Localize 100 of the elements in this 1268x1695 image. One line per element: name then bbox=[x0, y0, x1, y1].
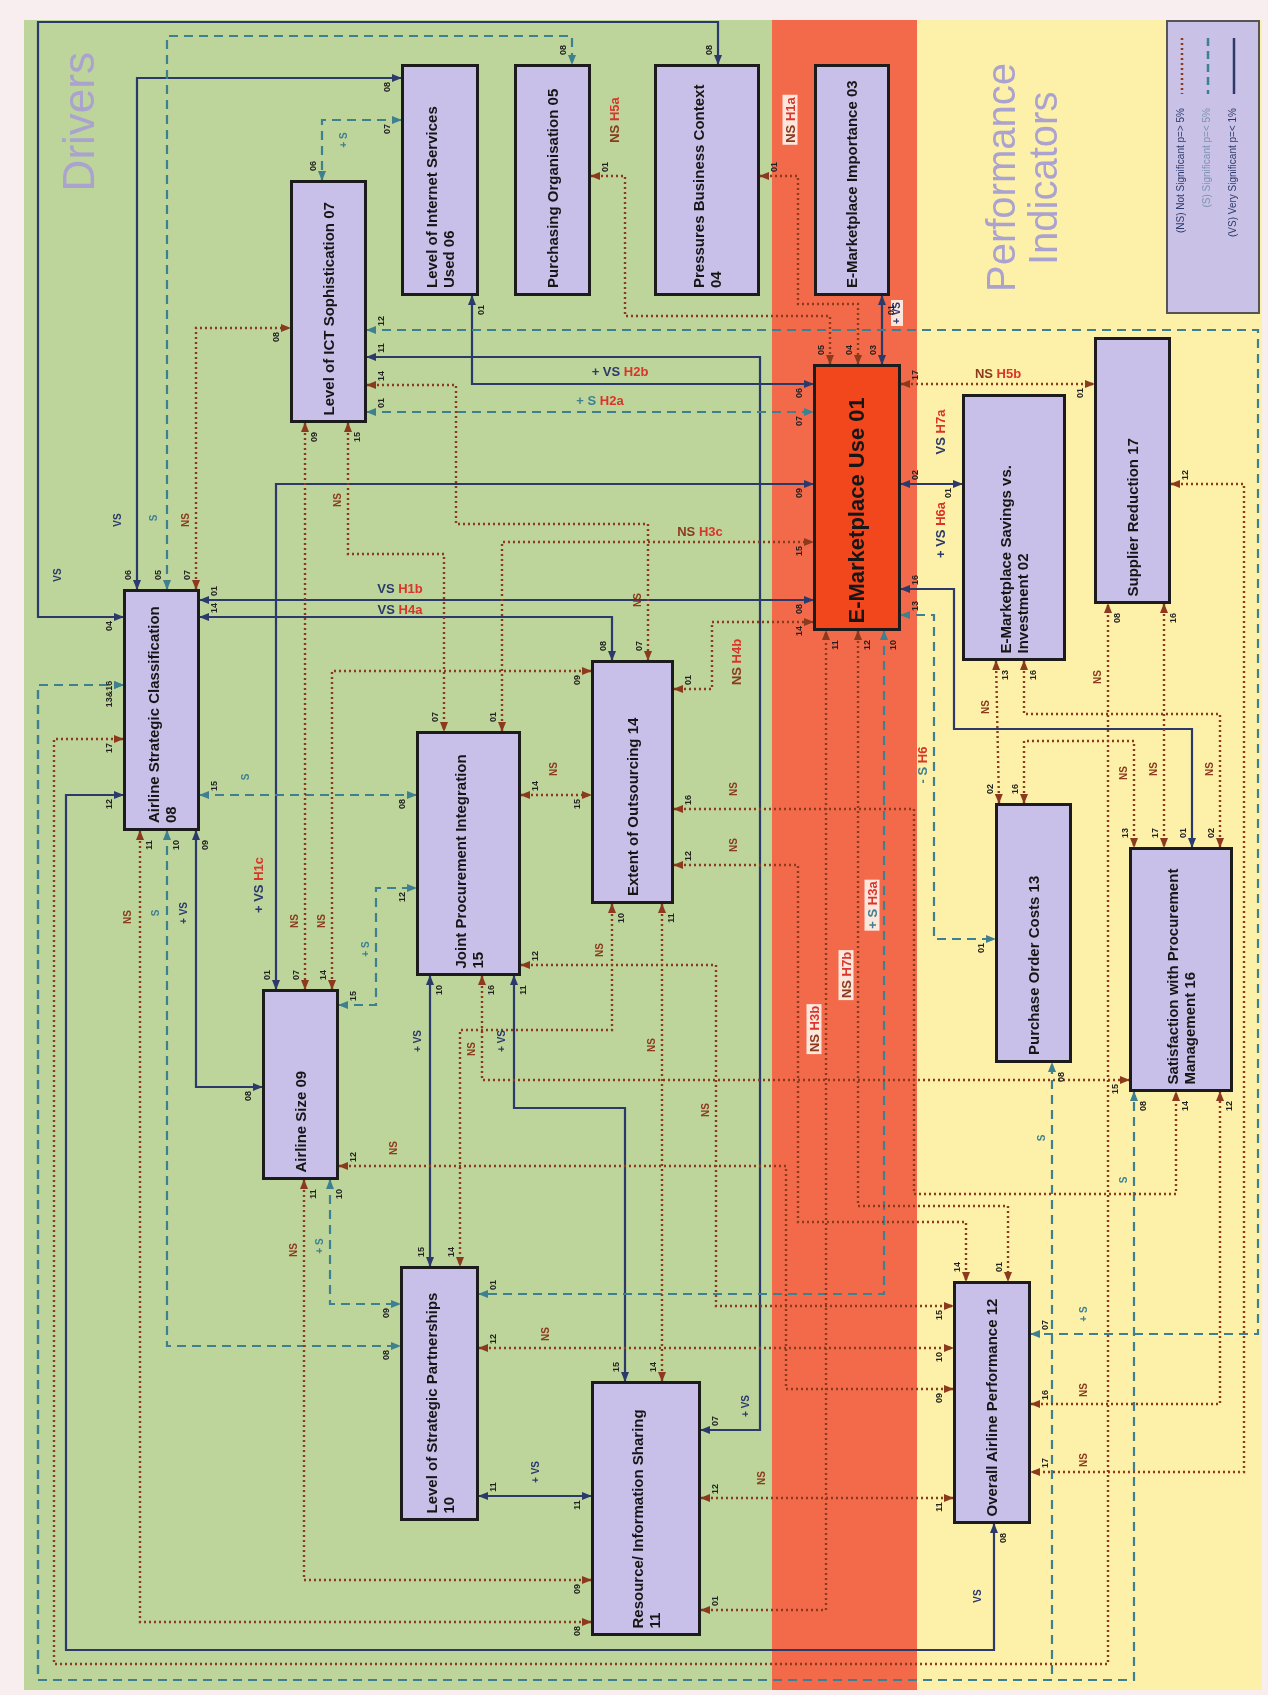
port-number: 01 bbox=[1178, 828, 1188, 838]
port-number: 07 bbox=[1040, 1320, 1050, 1330]
port-number: 07 bbox=[710, 1416, 720, 1426]
port-number: 01 bbox=[476, 305, 486, 315]
port-number: 13 bbox=[1000, 669, 1010, 680]
connector-arrow bbox=[192, 324, 291, 590]
variable-label: Pressures Business Context 04 bbox=[689, 83, 725, 288]
variable-label: Overall Airline Performance 12 bbox=[983, 1297, 1001, 1516]
edge-label: + VS H1c bbox=[251, 857, 265, 913]
connector-arrow bbox=[878, 295, 886, 365]
port-number: 01 bbox=[600, 162, 610, 172]
port-number: 11 bbox=[572, 1500, 582, 1510]
port-number: 04 bbox=[844, 345, 854, 355]
port-number: 15 bbox=[934, 1310, 944, 1320]
edge-label: NS bbox=[389, 1141, 399, 1155]
edge-label: NS H3b bbox=[806, 1003, 822, 1055]
edge-label: NS bbox=[1079, 1453, 1089, 1467]
port-number: 12 bbox=[376, 316, 386, 326]
connector-arrow bbox=[301, 422, 309, 990]
connector-arrow bbox=[199, 596, 814, 604]
connector-arrow bbox=[1030, 480, 1246, 1476]
edge-label: + S bbox=[361, 941, 371, 957]
edge-label: VS H7a bbox=[933, 409, 947, 455]
port-number: 01 bbox=[994, 1262, 1004, 1272]
connector-arrow bbox=[478, 975, 1130, 1084]
edge-label: NS bbox=[549, 762, 559, 776]
port-number: 09 bbox=[794, 488, 804, 498]
port-number: 17 bbox=[910, 370, 920, 380]
variable-box bbox=[591, 1381, 701, 1636]
port-number: 08 bbox=[243, 1091, 253, 1101]
connector-arrow bbox=[64, 791, 998, 1652]
edge-label: NS bbox=[701, 1103, 711, 1117]
edge-label: NS bbox=[181, 513, 191, 527]
port-number: 02 bbox=[910, 470, 920, 480]
port-number: 15 bbox=[416, 1247, 426, 1257]
port-number: 16 bbox=[1168, 613, 1178, 623]
port-number: 12 bbox=[488, 1334, 498, 1344]
variable-box bbox=[1094, 337, 1171, 604]
edge-label: NS H3c bbox=[677, 524, 723, 538]
port-number: 12 bbox=[862, 640, 872, 650]
port-number: 10 bbox=[434, 985, 444, 995]
port-number: 06 bbox=[794, 388, 804, 398]
connector-arrow bbox=[366, 326, 1260, 1338]
edge-label: VS bbox=[113, 513, 123, 527]
connector-arrow bbox=[854, 630, 1012, 1282]
port-number: 10 bbox=[934, 1352, 944, 1362]
port-number: 01 bbox=[769, 162, 779, 172]
edge-label: NS H7b bbox=[838, 949, 854, 1001]
connector-arrow bbox=[1030, 1091, 1224, 1408]
legend-text: (NS) Not Significant p=> 5% bbox=[1176, 108, 1186, 234]
port-number: 12 bbox=[104, 799, 114, 809]
variable-box bbox=[401, 64, 479, 296]
port-number: 11 bbox=[830, 640, 840, 650]
port-number: 11 bbox=[144, 840, 154, 850]
variable-label: Airline Size 09 bbox=[291, 1069, 310, 1172]
port-number: 14 bbox=[376, 371, 386, 381]
variable-box bbox=[416, 731, 521, 976]
connector-arrow bbox=[900, 585, 1196, 848]
edge-label: NS bbox=[317, 914, 327, 928]
edge-label: NS bbox=[757, 1471, 767, 1485]
port-number: 01 bbox=[376, 398, 386, 408]
port-number: 01 bbox=[262, 970, 272, 980]
port-number: 12 bbox=[1180, 470, 1190, 480]
port-number: 13 bbox=[1120, 828, 1130, 838]
port-number: 14 bbox=[952, 1262, 962, 1272]
edge-label: NS bbox=[123, 910, 133, 924]
zone-panel bbox=[24, 20, 772, 1690]
port-number: 03 bbox=[868, 345, 878, 355]
port-number: 08 bbox=[1056, 1072, 1066, 1082]
variable-label: Satisfaction with Procurement Management 16 bbox=[1163, 867, 1199, 1084]
connector-arrow bbox=[673, 861, 970, 1282]
port-number: 09 bbox=[934, 1393, 944, 1403]
connector-arrow bbox=[498, 538, 814, 732]
port-number: 10 bbox=[334, 1189, 344, 1199]
connector-arrow bbox=[426, 975, 434, 1267]
port-number: 02 bbox=[985, 784, 995, 795]
port-number: 09 bbox=[572, 1584, 582, 1594]
port-number: 14 bbox=[446, 1247, 456, 1257]
connector-arrow bbox=[318, 116, 402, 181]
port-number: 07 bbox=[794, 416, 804, 426]
port-number: 11 bbox=[488, 1482, 498, 1492]
variable-label: Extent of Outsourcing 14 bbox=[623, 716, 642, 896]
port-number: 08 bbox=[794, 604, 804, 614]
port-number: 13&16 bbox=[104, 680, 114, 708]
connector-arrow bbox=[328, 667, 592, 990]
port-number: 16 bbox=[486, 985, 496, 995]
connector-arrow bbox=[673, 805, 1180, 1196]
connector-arrow bbox=[478, 1492, 592, 1500]
edge-label: NS bbox=[1093, 670, 1103, 684]
variable-box bbox=[962, 394, 1066, 661]
edge-label: S bbox=[241, 773, 251, 781]
central-variable-box bbox=[813, 364, 901, 631]
variable-label: E-Marketplace Use 01 bbox=[844, 395, 870, 623]
port-number: 08 bbox=[558, 45, 568, 55]
edge-label: - S H6 bbox=[915, 746, 929, 784]
edge-label: + VS H6a bbox=[933, 502, 947, 558]
connector-arrow bbox=[700, 1494, 954, 1502]
edge-label: S bbox=[149, 514, 159, 522]
connector-arrow bbox=[658, 903, 666, 1382]
variable-box bbox=[591, 660, 674, 904]
